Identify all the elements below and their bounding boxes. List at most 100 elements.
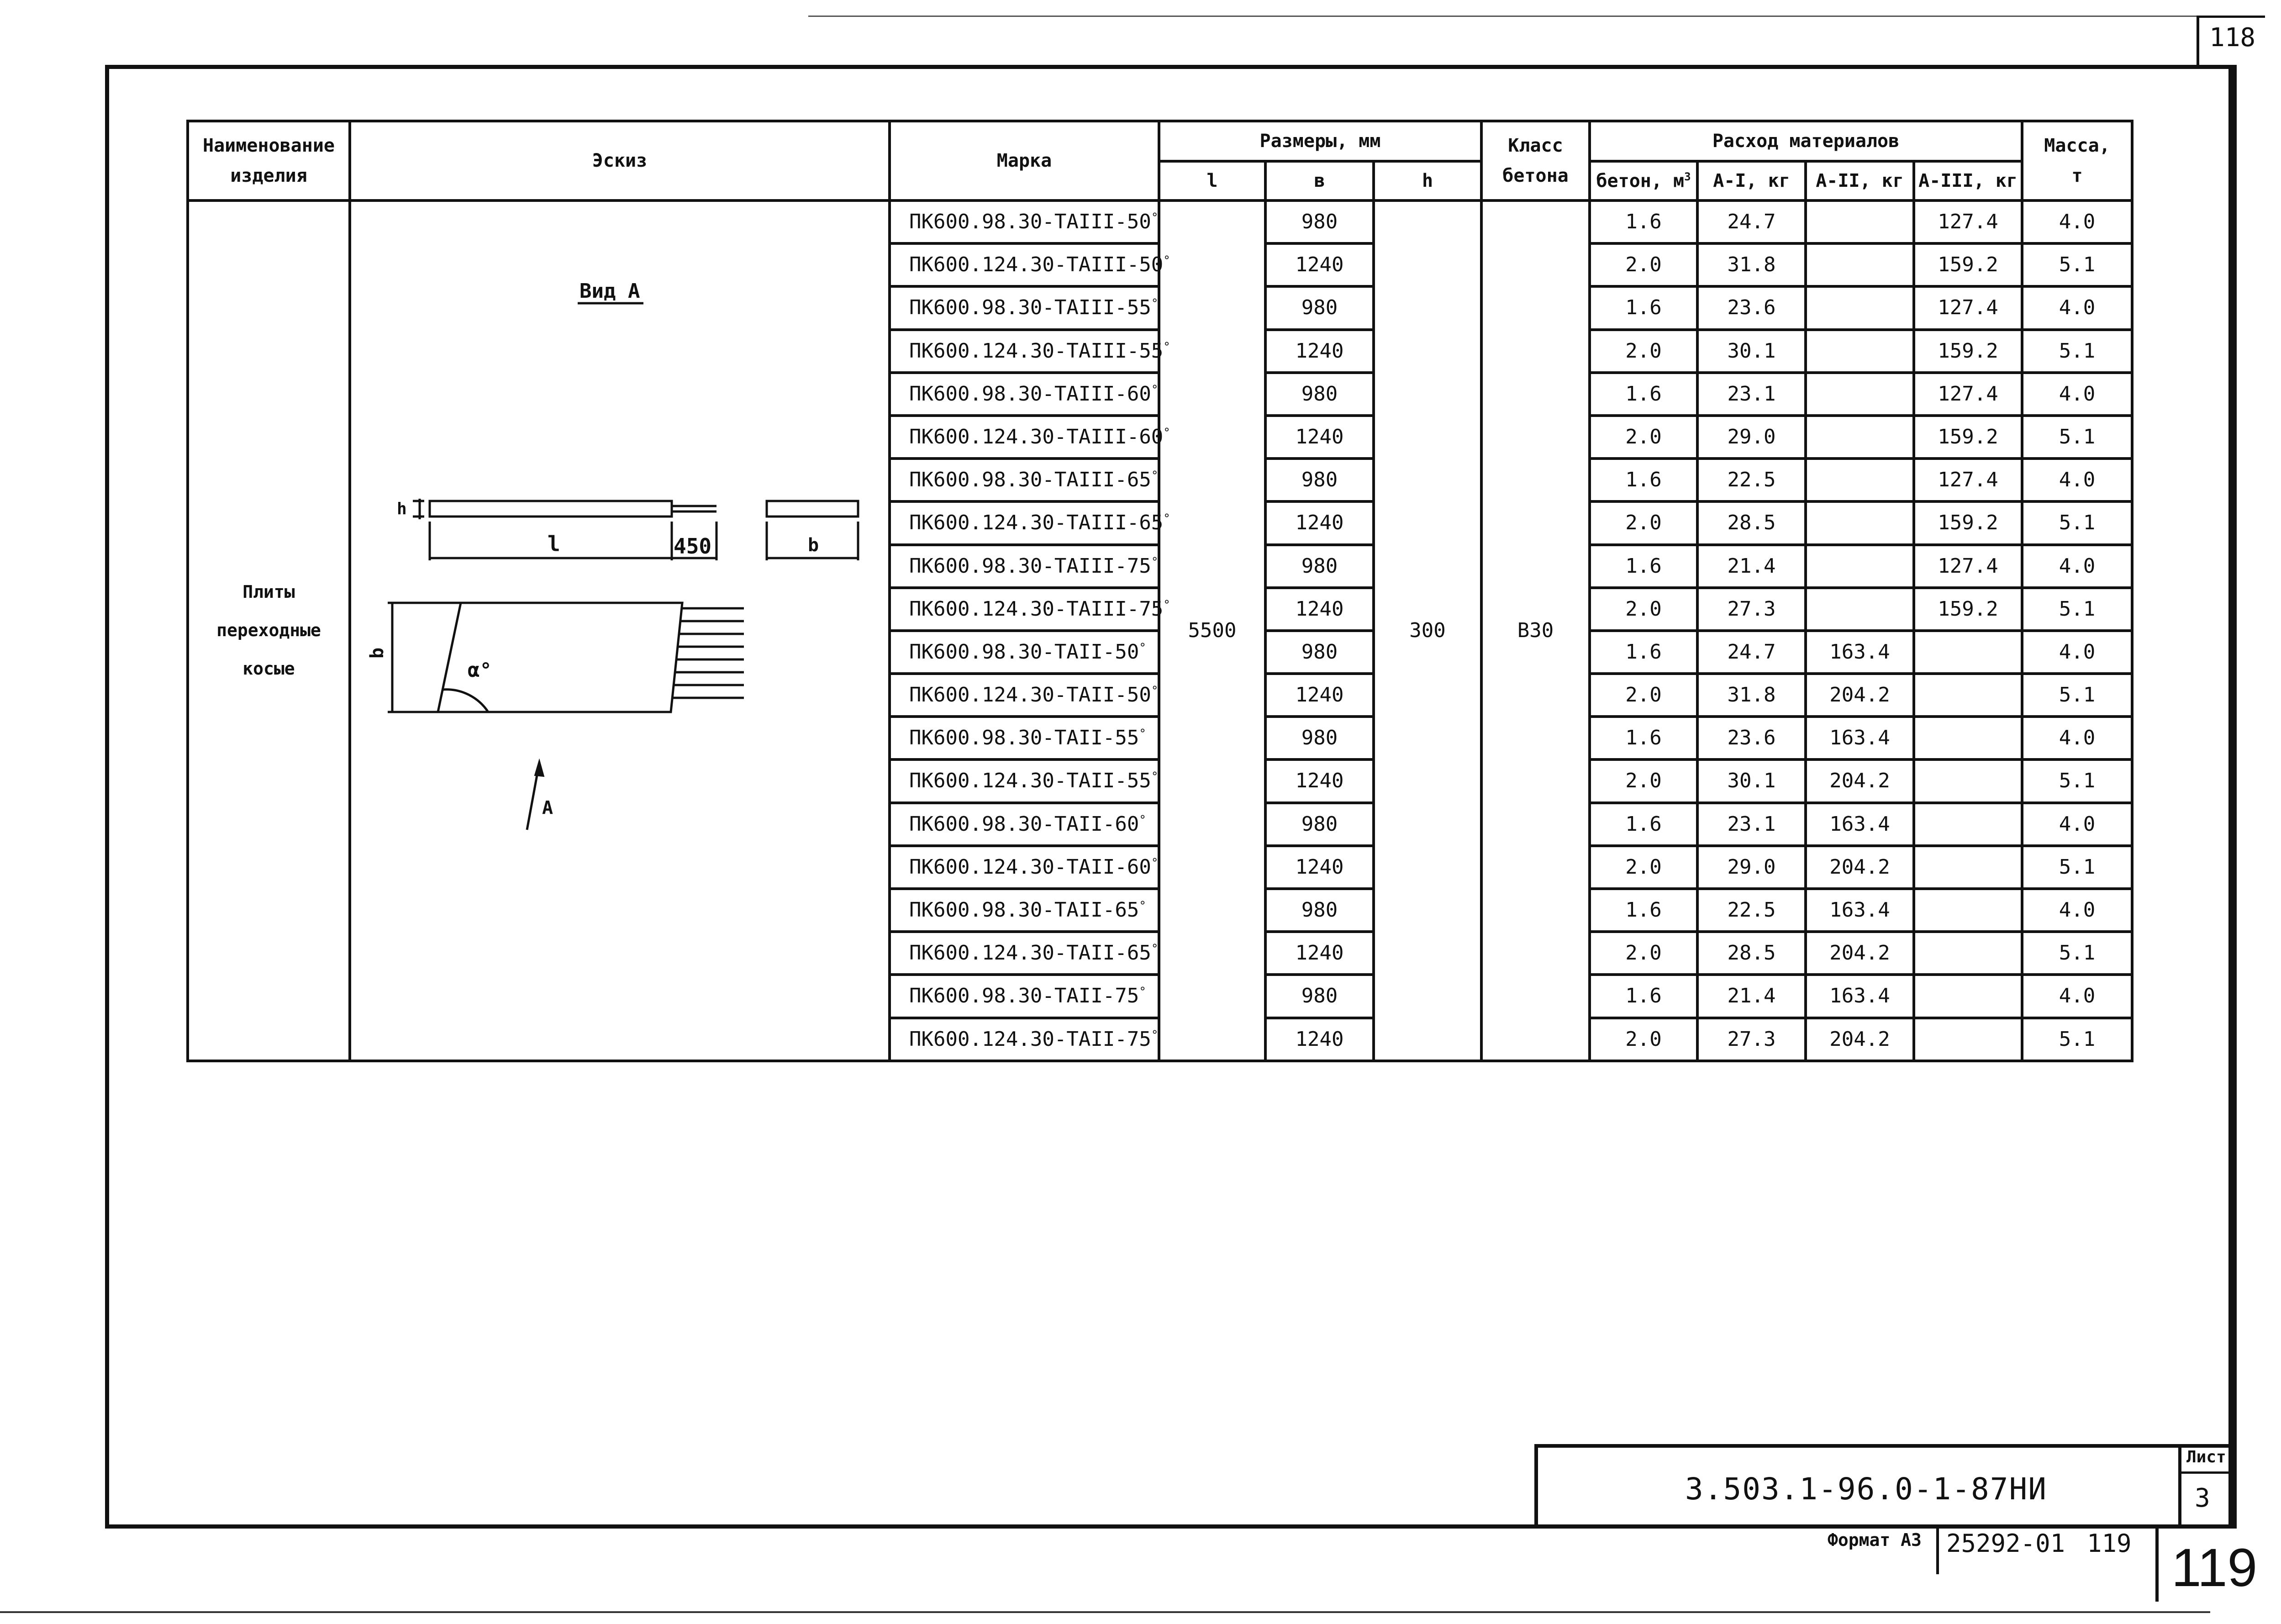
sheet-label: Лист <box>2186 1448 2226 1466</box>
header-name: Наименование изделия <box>186 120 351 202</box>
class-cell: В30 <box>1480 199 1591 1062</box>
mark-cell: ПК600.98.30-ТАIII-50° <box>888 199 1160 245</box>
a1-cell: 23.1 <box>1696 801 1807 847</box>
mark-text: ПК600.98.30-ТАII-65 <box>909 898 1139 922</box>
sheet-cell-left <box>2178 1444 2181 1529</box>
a3-cell: 159.2 <box>1912 414 2024 460</box>
degree-mark: ° <box>1139 641 1146 655</box>
length-cell: 5500 <box>1158 199 1267 1062</box>
concrete-cell: 2.0 <box>1588 844 1699 891</box>
a1-cell: 23.1 <box>1696 371 1807 417</box>
mark-text: ПК600.98.30-ТАIII-75 <box>909 554 1151 578</box>
product-name-line2: переходные <box>216 620 321 641</box>
title-block-left <box>1534 1444 1538 1529</box>
width-cell: 980 <box>1264 887 1375 933</box>
mark-cell: ПК600.124.30-ТАIII-50° <box>888 242 1170 288</box>
concrete-cell: 2.0 <box>1588 500 1699 546</box>
a2-cell <box>1804 457 1916 503</box>
degree-mark: ° <box>1151 554 1159 569</box>
degree-mark: ° <box>1151 856 1159 870</box>
concrete-cell: 2.0 <box>1588 758 1699 804</box>
width-cell: 980 <box>1264 199 1375 245</box>
mark-cell: ПК600.98.30-ТАII-50° <box>888 629 1160 675</box>
mark-text: ПК600.98.30-ТАII-60 <box>909 812 1139 836</box>
mark-text: ПК600.124.30-ТАIII-65 <box>909 511 1164 535</box>
mass-cell: 5.1 <box>2021 758 2134 804</box>
a1-cell: 27.3 <box>1696 1016 1807 1062</box>
bottom-thin-line <box>0 1611 2210 1613</box>
header-row-1: Наименование изделия Эскиз Марка Размеры… <box>186 120 2134 202</box>
a3-cell <box>1912 930 2024 976</box>
l-dim-label: l <box>548 532 560 556</box>
mark-cell: ПК600.98.30-ТАII-75° <box>888 973 1160 1019</box>
header-name-line1: Наименование <box>203 135 335 156</box>
mass-cell: 5.1 <box>2021 586 2134 632</box>
a3-cell <box>1912 844 2024 891</box>
a3-cell <box>1912 801 2024 847</box>
degree-mark: ° <box>1139 727 1146 741</box>
a2-cell: 204.2 <box>1804 672 1916 718</box>
width-cell: 1240 <box>1264 1016 1375 1062</box>
mark-cell: ПК600.124.30-ТАIII-65° <box>888 500 1170 546</box>
concrete-cell: 1.6 <box>1588 371 1699 417</box>
width-cell: 980 <box>1264 629 1375 675</box>
degree-mark: ° <box>1139 899 1146 913</box>
width-cell: 1240 <box>1264 758 1375 804</box>
mark-text: ПК600.124.30-ТАII-75 <box>909 1027 1151 1051</box>
mass-cell: 5.1 <box>2021 242 2134 288</box>
mark-text: ПК600.124.30-ТАIII-55 <box>909 339 1164 363</box>
a2-cell: 204.2 <box>1804 930 1916 976</box>
mass-cell: 4.0 <box>2021 543 2134 589</box>
width-cell: 980 <box>1264 371 1375 417</box>
a2-cell <box>1804 242 1916 288</box>
concrete-cell: 2.0 <box>1588 414 1699 460</box>
header-class-line1: Класс <box>1508 135 1563 156</box>
mass-cell: 5.1 <box>2021 328 2134 374</box>
degree-mark: ° <box>1151 211 1159 225</box>
a2-cell: 204.2 <box>1804 844 1916 891</box>
angle-arc <box>442 688 490 713</box>
header-sketch: Эскиз <box>348 120 891 202</box>
header-row-2: l в h бетон, м3 А-I, кг А-II, кг А-III, … <box>188 160 2132 202</box>
width-cell: 1240 <box>1264 672 1375 718</box>
mark-text: ПК600.98.30-ТАII-50 <box>909 640 1139 664</box>
mass-cell: 5.1 <box>2021 844 2134 891</box>
a3-cell <box>1912 629 2024 675</box>
view-a-title: Вид А <box>579 279 640 303</box>
concrete-cell: 2.0 <box>1588 328 1699 374</box>
mass-cell: 4.0 <box>2021 199 2134 245</box>
header-a2: А-II, кг <box>1804 160 1916 202</box>
stamp-right-divider <box>2155 1529 2159 1602</box>
a3-cell: 159.2 <box>1912 328 2024 374</box>
degree-mark: ° <box>1151 1028 1159 1042</box>
mark-cell: ПК600.98.30-ТАIII-60° <box>888 371 1160 417</box>
concrete-cell: 1.6 <box>1588 973 1699 1019</box>
mark-cell: ПК600.98.30-ТАII-65° <box>888 887 1160 933</box>
degree-mark: ° <box>1139 812 1146 827</box>
product-name-line3: косые <box>242 658 295 679</box>
drawing-frame <box>105 65 2237 1529</box>
header-concrete-class: Класс бетона <box>1480 120 1591 202</box>
document-code: 3.503.1-96.0-1-87НИ <box>1685 1471 2047 1507</box>
mark-cell: ПК600.98.30-ТАIII-75° <box>888 543 1160 589</box>
mark-text: ПК600.124.30-ТАIII-60 <box>909 425 1164 448</box>
degree-mark: ° <box>1151 383 1159 397</box>
mass-cell: 5.1 <box>2021 414 2134 460</box>
mark-cell: ПК600.124.30-ТАIII-60° <box>888 414 1170 460</box>
top-corner-divider <box>2197 16 2199 65</box>
degree-mark: ° <box>1151 942 1159 956</box>
a2-cell: 204.2 <box>1804 758 1916 804</box>
width-cell: 980 <box>1264 973 1375 1019</box>
mark-text: ПК600.124.30-ТАIII-75 <box>909 597 1164 621</box>
angle-label: α° <box>468 659 492 682</box>
view-arrow-head <box>534 758 545 777</box>
degree-mark: ° <box>1163 253 1170 268</box>
a3-cell: 127.4 <box>1912 371 2024 417</box>
header-dim-l: l <box>1158 160 1267 202</box>
